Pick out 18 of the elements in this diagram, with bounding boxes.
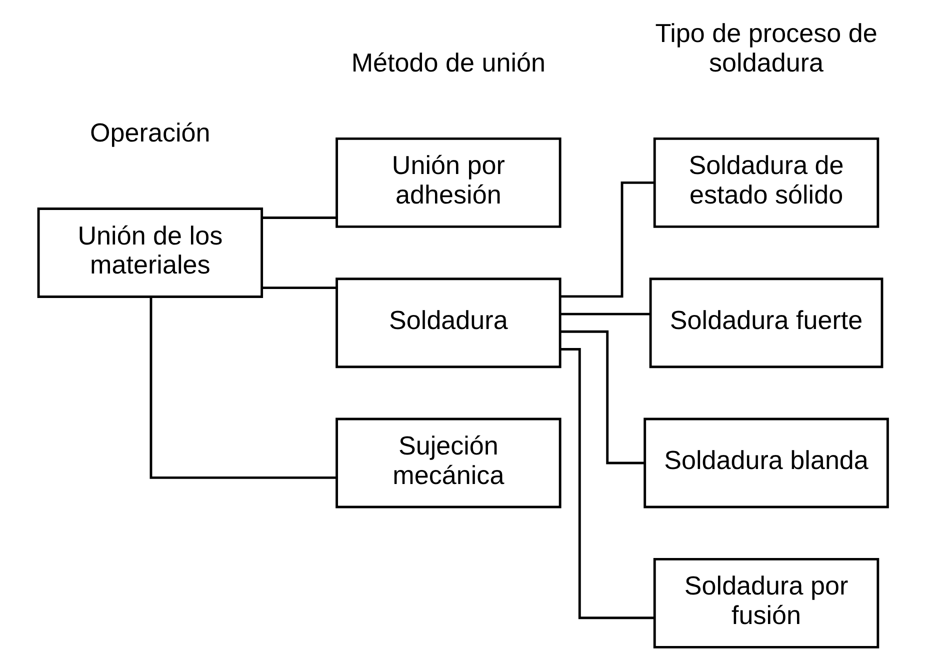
node-box: Unión por adhesión (335, 137, 561, 228)
node-box: Soldadura blanda (643, 418, 888, 508)
node-box: Sujeción mecánica (335, 418, 561, 508)
connector (262, 216, 336, 219)
connector (560, 312, 650, 316)
node-box: Unión de los materiales (36, 208, 263, 298)
connector (560, 181, 654, 298)
node-box: Soldadura (335, 278, 561, 368)
label: Tipo de proceso de soldadura (654, 18, 877, 78)
connector (262, 286, 336, 290)
label: Operación (90, 118, 210, 148)
node-box: Soldadura por fusión (652, 558, 879, 648)
node-box: Soldadura de estado sólido (652, 137, 879, 228)
node-box: Soldadura fuerte (648, 278, 883, 368)
connector (149, 297, 336, 479)
connector (560, 348, 654, 620)
connector (560, 330, 644, 464)
label: Método de unión (350, 48, 546, 78)
